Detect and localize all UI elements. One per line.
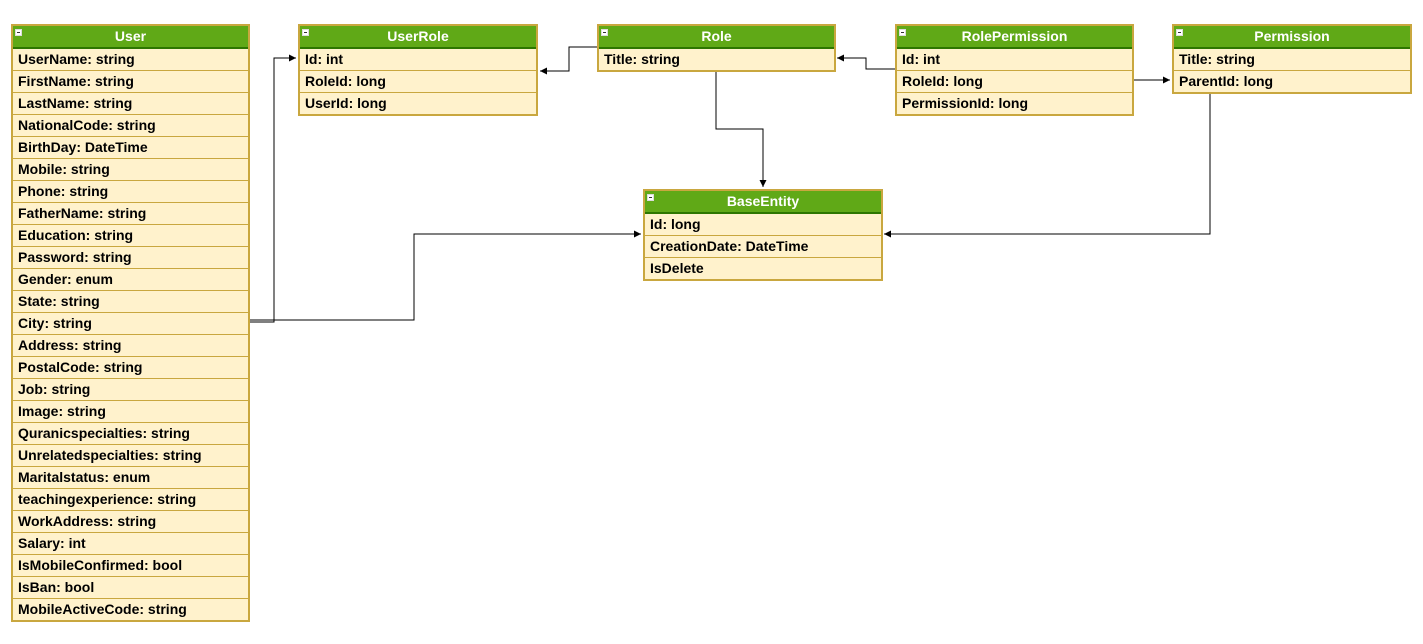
attribute-list-userrole: Id: int RoleId: long UserId: long (300, 49, 536, 114)
attribute-row: Unrelatedspecialties: string (13, 445, 248, 467)
attribute-row: UserId: long (305, 95, 387, 111)
attribute-row: RoleId: long (300, 71, 536, 93)
attribute-row: teachingexperience: string (13, 489, 248, 511)
attribute-row: State: string (13, 291, 248, 313)
attribute-row: Quranicspecialties: string (13, 423, 248, 445)
attribute-row: MobileActiveCode: string (18, 601, 187, 617)
attribute-row: Job: string (13, 379, 248, 401)
collapse-icon[interactable] (899, 29, 906, 36)
attribute-row: LastName: string (13, 93, 248, 115)
attribute-list-rolepermission: Id: int RoleId: long PermissionId: long (897, 49, 1132, 114)
attribute-row: WorkAddress: string (13, 511, 248, 533)
attribute-row: Education: string (13, 225, 248, 247)
entity-user[interactable]: User UserName: string FirstName: string … (11, 24, 250, 622)
attribute-row: City: string (13, 313, 248, 335)
attribute-row: Mobile: string (13, 159, 248, 181)
attribute-list-baseentity: Id: long CreationDate: DateTime IsDelete (645, 214, 881, 279)
attribute-list-permission: Title: string ParentId: long (1174, 49, 1410, 92)
attribute-list-user: UserName: string FirstName: string LastN… (13, 49, 248, 620)
attribute-row: IsMobileConfirmed: bool (13, 555, 248, 577)
attribute-row: Password: string (13, 247, 248, 269)
attribute-row: RoleId: long (897, 71, 1132, 93)
entity-role[interactable]: Role Title: string (597, 24, 836, 72)
connector-role-baseentity (715, 70, 767, 187)
attribute-row: Maritalstatus: enum (13, 467, 248, 489)
entity-title-role: Role (701, 28, 732, 44)
entity-title-baseentity: BaseEntity (726, 193, 800, 209)
attribute-row: ParentId: long (1179, 73, 1274, 89)
attribute-row: PostalCode: string (13, 357, 248, 379)
attribute-row: IsDelete (650, 260, 704, 276)
attribute-row: Id: long (645, 214, 881, 236)
collapse-icon[interactable] (15, 29, 22, 36)
attribute-row: Title: string (1174, 49, 1410, 71)
entity-title-user: User (114, 28, 147, 44)
entity-header-role[interactable]: Role (599, 26, 834, 49)
entity-userrole[interactable]: UserRole Id: int RoleId: long UserId: lo… (298, 24, 538, 116)
attribute-row: NationalCode: string (13, 115, 248, 137)
entity-header-user[interactable]: User (13, 26, 248, 49)
attribute-row: Address: string (13, 335, 248, 357)
attribute-row: Image: string (13, 401, 248, 423)
attribute-row: Gender: enum (13, 269, 248, 291)
attribute-row: FirstName: string (13, 71, 248, 93)
entity-baseentity[interactable]: BaseEntity Id: long CreationDate: DateTi… (643, 189, 883, 281)
attribute-row: Phone: string (13, 181, 248, 203)
attribute-row: Salary: int (13, 533, 248, 555)
entity-title-permission: Permission (1254, 28, 1330, 44)
entity-title-userrole: UserRole (387, 28, 449, 44)
entity-rolepermission[interactable]: RolePermission Id: int RoleId: long Perm… (895, 24, 1134, 116)
attribute-row: UserName: string (13, 49, 248, 71)
attribute-row: FatherName: string (13, 203, 248, 225)
collapse-icon[interactable] (1176, 29, 1183, 36)
entity-header-rolepermission[interactable]: RolePermission (897, 26, 1132, 49)
entity-header-userrole[interactable]: UserRole (300, 26, 536, 49)
collapse-icon[interactable] (647, 194, 654, 201)
collapse-icon[interactable] (601, 29, 608, 36)
entity-header-permission[interactable]: Permission (1174, 26, 1410, 49)
attribute-list-role: Title: string (599, 49, 834, 70)
connector-role-userrole (540, 46, 597, 75)
attribute-row: Id: int (897, 49, 1132, 71)
connector-user-userrole (250, 54, 296, 323)
entity-header-baseentity[interactable]: BaseEntity (645, 191, 881, 214)
connector-user-baseentity (250, 230, 641, 321)
collapse-icon[interactable] (302, 29, 309, 36)
attribute-row: Id: int (300, 49, 536, 71)
entity-title-rolepermission: RolePermission (961, 28, 1068, 44)
attribute-row: BirthDay: DateTime (13, 137, 248, 159)
attribute-row: PermissionId: long (902, 95, 1029, 111)
attribute-row: CreationDate: DateTime (645, 236, 881, 258)
entity-permission[interactable]: Permission Title: string ParentId: long (1172, 24, 1412, 94)
attribute-row: IsBan: bool (13, 577, 248, 599)
attribute-row: Title: string (604, 51, 680, 67)
connector-rolepermission-role (837, 54, 895, 70)
